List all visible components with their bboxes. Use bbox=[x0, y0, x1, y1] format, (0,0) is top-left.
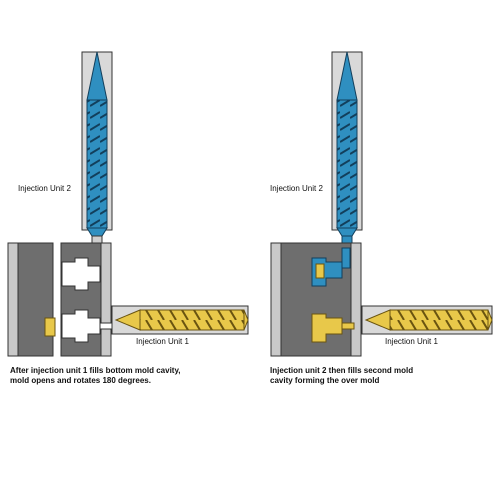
mold-left bbox=[7, 242, 113, 357]
right-panel bbox=[270, 51, 493, 357]
injection-unit-1-left bbox=[111, 305, 249, 335]
left-unit2-label: Injection Unit 2 bbox=[18, 184, 71, 193]
right-caption: Injection unit 2 then fills second mold … bbox=[270, 366, 500, 386]
left-caption: After injection unit 1 fills bottom mold… bbox=[10, 366, 250, 386]
injection-unit-1-right bbox=[361, 305, 493, 335]
right-unit2-label: Injection Unit 2 bbox=[270, 184, 323, 193]
left-caption-line2: mold opens and rotates 180 degrees. bbox=[10, 376, 151, 385]
left-unit1-label: Injection Unit 1 bbox=[136, 337, 189, 346]
left-caption-line1: After injection unit 1 fills bottom mold… bbox=[10, 366, 181, 375]
left-panel bbox=[7, 51, 249, 357]
injection-unit-2-left bbox=[81, 51, 113, 251]
right-caption-line1: Injection unit 2 then fills second mold bbox=[270, 366, 414, 375]
mold-right bbox=[270, 242, 362, 357]
right-caption-line2: cavity forming the over mold bbox=[270, 376, 380, 385]
injection-unit-2-right bbox=[331, 51, 363, 251]
right-unit1-label: Injection Unit 1 bbox=[385, 337, 438, 346]
